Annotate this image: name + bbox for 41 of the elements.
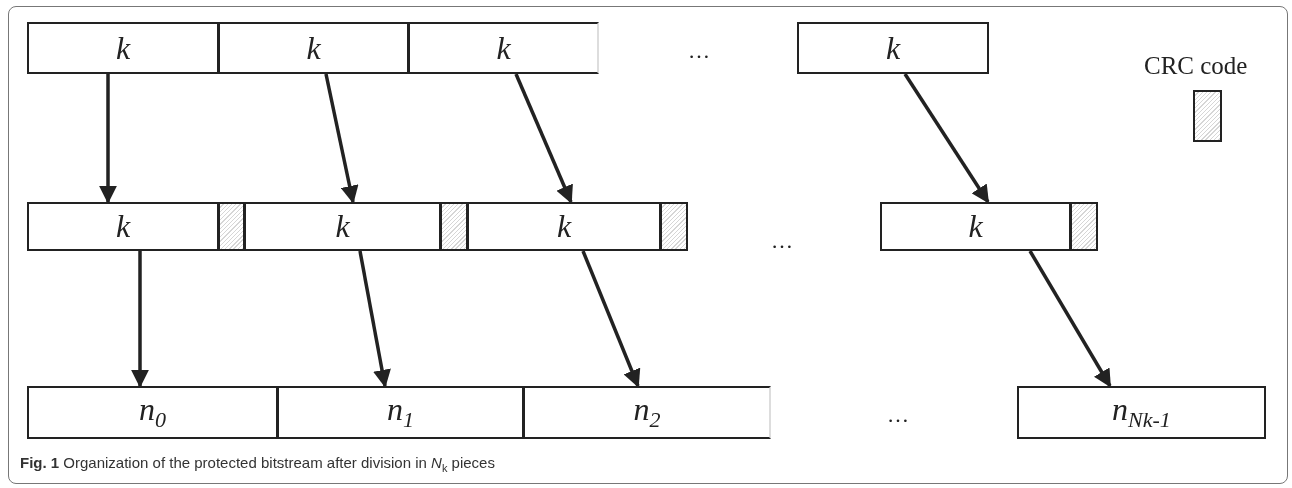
- arrow: [514, 73, 573, 204]
- block-label: n$_{0}$: [139, 391, 166, 434]
- bit-block: [408, 22, 599, 74]
- bit-block: [244, 202, 441, 251]
- block-label: k: [115, 29, 131, 67]
- block-label: k: [306, 29, 321, 67]
- bit-block: [27, 386, 278, 439]
- bit-block: [277, 386, 524, 439]
- block-label: k: [335, 208, 350, 245]
- ellipsis: …: [771, 228, 793, 254]
- crc-block: [1070, 202, 1098, 251]
- arrow: [581, 250, 641, 388]
- block-label: k: [115, 208, 131, 245]
- crc-block: [218, 202, 245, 251]
- arrow: [358, 250, 391, 388]
- block-label: n$_{Nk-1}$: [1112, 391, 1171, 434]
- bit-block: [797, 22, 989, 74]
- arrow: [903, 73, 990, 204]
- bit-block: [27, 22, 219, 74]
- block-label: n$_{2}$: [633, 391, 661, 434]
- block-label: k: [968, 208, 983, 245]
- bit-block: [467, 202, 661, 251]
- crc-block: [440, 202, 468, 251]
- bit-block: [1017, 386, 1266, 439]
- ellipsis: …: [688, 38, 710, 64]
- block-label: k: [885, 29, 901, 67]
- bit-block: [218, 22, 409, 74]
- bit-block: [523, 386, 771, 439]
- ellipsis: …: [887, 402, 909, 428]
- block-label: k: [556, 208, 572, 245]
- block-label: k: [496, 29, 511, 67]
- figure-caption: Fig. 1 Organization of the protected bitstream after division in N$_{k}$ pieces: [20, 454, 495, 474]
- arrow: [1028, 250, 1112, 388]
- bit-block: [27, 202, 219, 251]
- arrow: [131, 251, 149, 388]
- arrow: [324, 73, 359, 204]
- block-label: n$_{1}$: [387, 391, 414, 434]
- crc-block: [660, 202, 688, 251]
- legend-label: CRC code: [1144, 52, 1248, 80]
- bit-block: [880, 202, 1071, 251]
- arrow: [99, 74, 117, 204]
